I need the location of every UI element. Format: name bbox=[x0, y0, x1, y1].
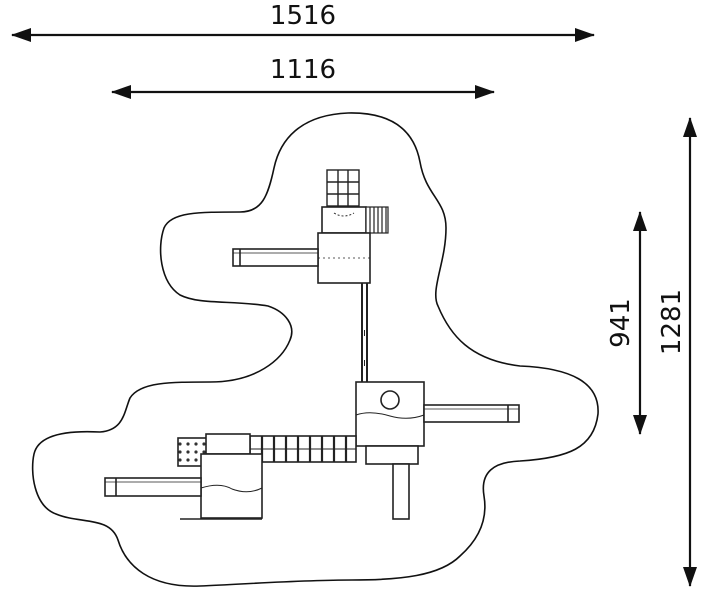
dimension-inner-depth: 941 bbox=[606, 211, 647, 435]
dimension-platform-width: 1116 bbox=[111, 55, 495, 99]
upper-steps bbox=[365, 206, 389, 234]
central-support-post bbox=[392, 463, 410, 520]
overall-depth-label: 1281 bbox=[657, 289, 687, 355]
upper-slide bbox=[232, 248, 319, 267]
safety-zone-outline bbox=[31, 112, 599, 587]
upper-roof bbox=[321, 206, 367, 234]
dimension-overall-depth: 1281 bbox=[657, 117, 697, 587]
overall-width-label: 1516 bbox=[270, 1, 336, 31]
horizontal-bridge bbox=[249, 435, 357, 463]
right-slide bbox=[423, 404, 520, 423]
climbing-net bbox=[326, 169, 360, 207]
lower-slide bbox=[104, 477, 202, 497]
lower-roof bbox=[205, 433, 251, 455]
central-tower bbox=[355, 381, 520, 520]
dimension-overall-width: 1516 bbox=[11, 1, 595, 42]
vertical-bridge bbox=[361, 283, 368, 382]
platform-width-label: 1116 bbox=[270, 55, 336, 85]
inner-depth-label: 941 bbox=[606, 298, 636, 348]
central-porthole bbox=[380, 390, 400, 410]
lower-left-tower bbox=[104, 433, 263, 520]
upper-tower bbox=[232, 169, 389, 284]
